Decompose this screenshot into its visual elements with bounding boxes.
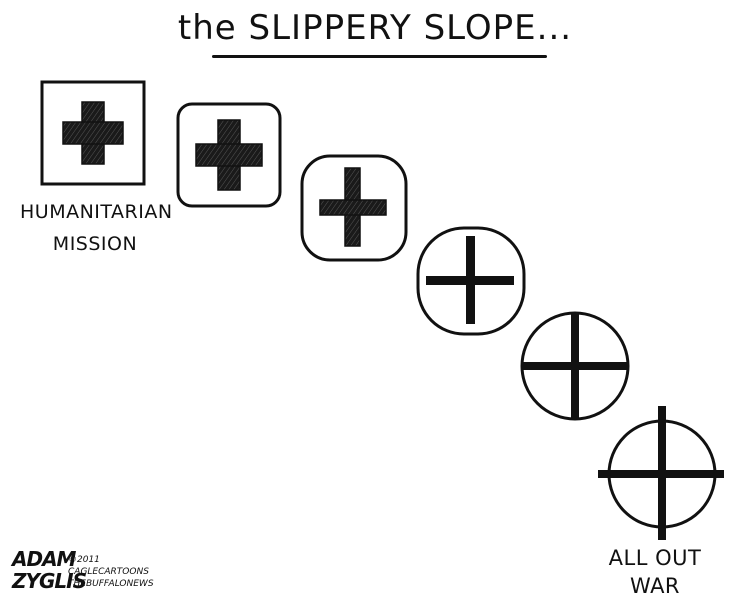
caption-all-out-war: ALL OUT WAR (600, 544, 710, 600)
caption-start-line2: MISSION (52, 233, 138, 255)
title-underline (212, 55, 547, 58)
artist-signature: ADAM ZYGLIS ©2011 CAGLECARTOONS THEBUFFA… (12, 548, 182, 608)
cross-circle-icon (416, 226, 526, 336)
caption-start-line1: HUMANITARIAN (20, 201, 173, 223)
red-cross-square-icon (40, 80, 146, 186)
signature-credit: ©2011 CAGLECARTOONS THEBUFFALONEWS (68, 554, 154, 590)
signature-name-line1: ADAM (12, 547, 76, 571)
red-cross-rounded-square-icon (176, 102, 282, 208)
signature-credit-line3: THEBUFFALONEWS (68, 579, 154, 589)
crosshair-circle-icon (520, 311, 630, 421)
cartoon-title: the SLIPPERY SLOPE... (177, 8, 573, 48)
signature-name: ADAM ZYGLIS (12, 547, 87, 593)
signature-name-line2: ZYGLIS (12, 569, 87, 593)
caption-end-line1: ALL OUT (608, 546, 702, 570)
red-cross-rounded-icon (300, 154, 408, 262)
signature-credit-line2: CAGLECARTOONS (68, 567, 149, 577)
caption-end-line2: WAR (629, 574, 681, 598)
caption-humanitarian-mission: HUMANITARIAN MISSION (20, 196, 173, 260)
signature-credit-line1: ©2011 (68, 555, 100, 565)
crosshair-target-icon (598, 406, 724, 540)
